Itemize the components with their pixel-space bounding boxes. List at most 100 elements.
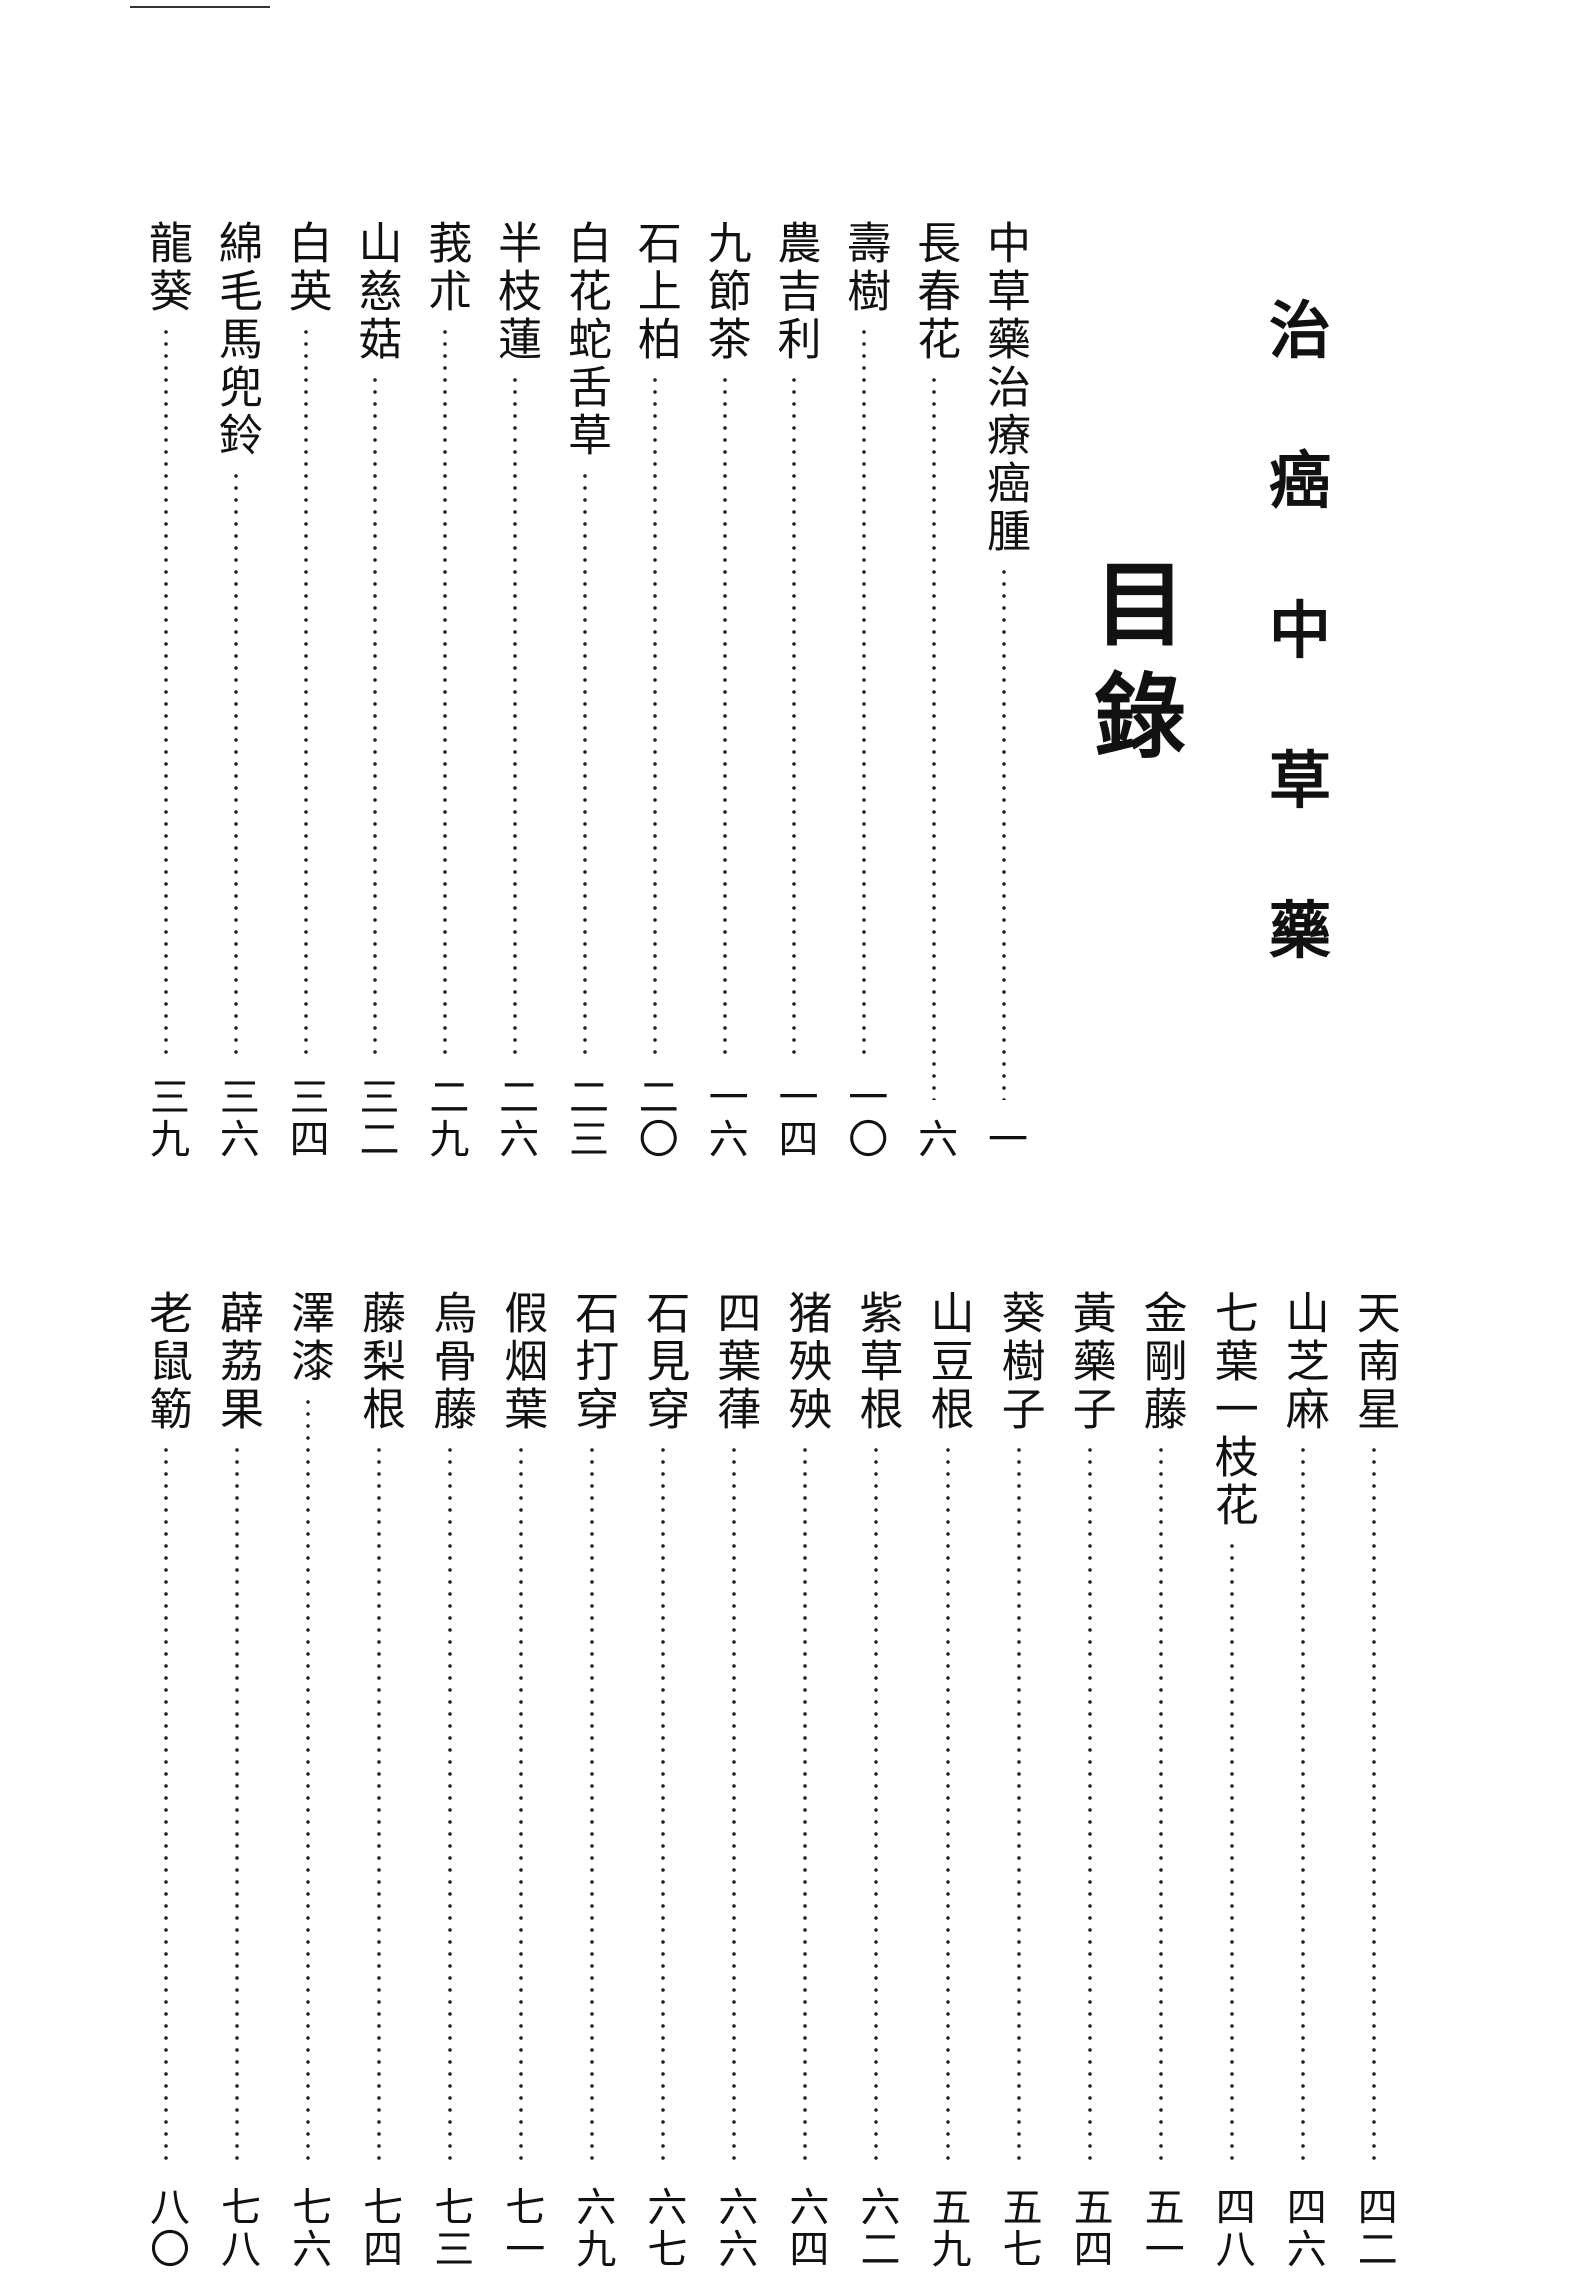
toc-entry[interactable]: 天南星四二 — [1348, 1290, 1400, 2270]
toc-entry-label: 半枝蓮 — [490, 220, 542, 364]
toc-entry[interactable]: 長春花六 — [908, 220, 960, 1160]
toc-top-block: 中草藥治療癌腫一長春花六壽樹一〇農吉利一四九節茶一六石上柏二〇白花蛇舌草二三半枝… — [140, 220, 1030, 1160]
toc-entry[interactable]: 綿毛馬兜鈴三六 — [210, 220, 262, 1160]
toc-entry-label: 石見穿 — [638, 1290, 690, 1434]
toc-entry[interactable]: 紫草根六二 — [850, 1290, 902, 2270]
toc-entry-page: 三九 — [143, 1076, 189, 1160]
toc-entry-label: 山芝麻 — [1277, 1290, 1329, 1434]
dot-leader — [874, 1444, 879, 2168]
toc-entry-label: 四葉葎 — [709, 1290, 761, 1434]
toc-entry[interactable]: 葵樹子五七 — [993, 1290, 1045, 2270]
toc-entry[interactable]: 石上柏二〇 — [629, 220, 681, 1160]
toc-entry-label: 猪殃殃 — [780, 1290, 832, 1434]
dot-leader — [164, 326, 168, 1058]
toc-entry-page: 二〇 — [631, 1076, 678, 1160]
toc-entry-label: 石上柏 — [629, 220, 681, 364]
toc-entry-label: 紫草根 — [851, 1290, 903, 1434]
toc-entry-page: 六九 — [569, 2186, 616, 2270]
toc-entry[interactable]: 烏骨藤七三 — [424, 1290, 476, 2270]
dot-leader — [661, 1444, 666, 2168]
toc-entry-label: 龍葵 — [141, 220, 192, 316]
toc-entry-page: 二九 — [422, 1076, 469, 1160]
dot-leader — [519, 1444, 524, 2168]
toc-entry[interactable]: 猪殃殃六四 — [779, 1290, 831, 2270]
dot-leader — [803, 1444, 808, 2168]
toc-entry[interactable]: 莪朮二九 — [419, 220, 471, 1160]
dot-leader — [1371, 1444, 1376, 2168]
dot-leader — [443, 326, 448, 1058]
dot-leader — [373, 374, 378, 1058]
toc-entry-page: 三四 — [282, 1076, 329, 1160]
toc-entry[interactable]: 中草藥治療癌腫一 — [978, 220, 1030, 1160]
toc-entry-page: 五九 — [924, 2186, 971, 2270]
toc-entry-label: 假烟葉 — [496, 1290, 548, 1434]
toc-entry[interactable]: 半枝蓮二六 — [489, 220, 541, 1160]
dot-leader — [513, 374, 518, 1058]
section-title-char: 錄 — [1093, 664, 1186, 771]
dot-leader — [732, 1444, 737, 2168]
toc-entry-page: 七六 — [285, 2186, 332, 2270]
dot-leader — [233, 470, 238, 1058]
toc-entry-page: 六四 — [782, 2186, 829, 2270]
toc-entry-page: 四二 — [1350, 2186, 1397, 2270]
toc-entry-page: 七三 — [427, 2186, 474, 2270]
toc-entry-page: 一四 — [771, 1076, 818, 1160]
toc-entry[interactable]: 九節茶一六 — [699, 220, 751, 1160]
dot-leader — [377, 1444, 382, 2168]
toc-entry-label: 白花蛇舌草 — [559, 220, 611, 460]
dot-leader — [722, 374, 727, 1058]
toc-entry[interactable]: 黃藥子五四 — [1064, 1290, 1116, 2270]
toc-entry-label: 長春花 — [909, 220, 961, 364]
dot-leader — [932, 374, 937, 1100]
dot-leader — [582, 470, 587, 1058]
toc-entry[interactable]: 薜荔果七八 — [211, 1290, 263, 2270]
toc-entry-page: 六 — [911, 1118, 958, 1160]
toc-entry-page: 五一 — [1137, 2186, 1184, 2270]
toc-entry[interactable]: 農吉利一四 — [768, 220, 820, 1160]
dot-leader — [590, 1444, 595, 2168]
toc-entry-page: 六六 — [711, 2186, 758, 2270]
toc-entry-page: 五四 — [1066, 2186, 1113, 2270]
toc-entry[interactable]: 白英三四 — [280, 220, 332, 1160]
toc-entry[interactable]: 山芝麻四六 — [1277, 1290, 1329, 2270]
toc-entry-label: 石打穿 — [567, 1290, 619, 1434]
toc-entry-page: 八〇 — [143, 2186, 189, 2270]
toc-entry[interactable]: 四葉葎六六 — [708, 1290, 760, 2270]
toc-entry[interactable]: 澤漆七六 — [282, 1290, 334, 2270]
toc-entry[interactable]: 山豆根五九 — [922, 1290, 974, 2270]
dot-leader — [164, 1444, 168, 2168]
book-title-char: 中 — [1268, 594, 1331, 667]
toc-entry-page: 一 — [980, 1118, 1027, 1160]
dot-leader — [1016, 1444, 1021, 2168]
toc-entry[interactable]: 龍葵三九 — [140, 220, 192, 1160]
dot-leader — [303, 326, 308, 1058]
dot-leader — [1001, 566, 1006, 1100]
toc-entry-label: 葵樹子 — [993, 1290, 1045, 1434]
toc-entry[interactable]: 石見穿六七 — [637, 1290, 689, 2270]
toc-bottom-block: 天南星四二山芝麻四六七葉一枝花四八金剛藤五一黃藥子五四葵樹子五七山豆根五九紫草根… — [140, 1290, 1400, 2270]
toc-entry-page: 二三 — [561, 1076, 608, 1160]
toc-entry[interactable]: 白花蛇舌草二三 — [559, 220, 611, 1160]
toc-entry-label: 中草藥治療癌腫 — [978, 220, 1030, 556]
toc-entry-label: 澤漆 — [283, 1290, 335, 1386]
toc-entry-label: 綿毛馬兜鈴 — [210, 220, 262, 460]
toc-entry[interactable]: 藤梨根七四 — [353, 1290, 405, 2270]
toc-entry-page: 一六 — [701, 1076, 748, 1160]
toc-entry-label: 山慈菇 — [350, 220, 402, 364]
section-title-char: 目 — [1093, 552, 1186, 659]
toc-entry-label: 山豆根 — [922, 1290, 974, 1434]
toc-entry[interactable]: 老鼠簕八〇 — [140, 1290, 192, 2270]
dot-leader — [862, 326, 867, 1058]
toc-entry-page: 四八 — [1208, 2186, 1255, 2270]
toc-entry[interactable]: 山慈菇三二 — [349, 220, 401, 1160]
toc-entry[interactable]: 石打穿六九 — [566, 1290, 618, 2270]
toc-entry-label: 黃藥子 — [1064, 1290, 1116, 1434]
toc-entry-page: 七四 — [356, 2186, 403, 2270]
toc-entry-page: 三二 — [352, 1076, 399, 1160]
toc-entry[interactable]: 假烟葉七一 — [495, 1290, 547, 2270]
toc-entry[interactable]: 七葉一枝花四八 — [1206, 1290, 1258, 2270]
toc-entry-label: 金剛藤 — [1135, 1290, 1187, 1434]
toc-entry-label: 壽樹 — [839, 220, 891, 316]
toc-entry[interactable]: 壽樹一〇 — [838, 220, 890, 1160]
toc-entry[interactable]: 金剛藤五一 — [1135, 1290, 1187, 2270]
